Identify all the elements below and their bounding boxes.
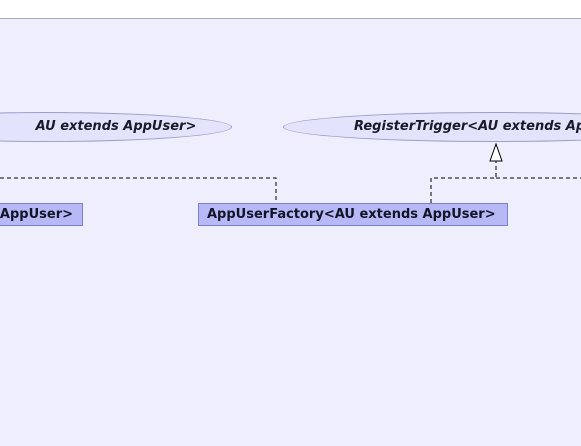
realization-arrowhead-icon xyxy=(489,142,503,162)
realization-edge-left-class xyxy=(0,177,277,203)
interface-ellipse-left[interactable]: AU extends AppUser> xyxy=(0,112,232,142)
interface-label-register-trigger: RegisterTrigger<AU extends Ap xyxy=(354,119,581,134)
canvas-background xyxy=(0,18,581,446)
class-label-left: AppUser> xyxy=(0,207,73,222)
class-box-app-user-factory[interactable]: AppUserFactory<AU extends AppUser> xyxy=(198,203,508,226)
class-label-app-user-factory: AppUserFactory<AU extends AppUser> xyxy=(207,207,496,222)
interface-label-left: AU extends AppUser> xyxy=(35,119,197,134)
realization-edge-app-user-factory xyxy=(430,161,497,203)
class-box-left[interactable]: AppUser> xyxy=(0,203,83,226)
